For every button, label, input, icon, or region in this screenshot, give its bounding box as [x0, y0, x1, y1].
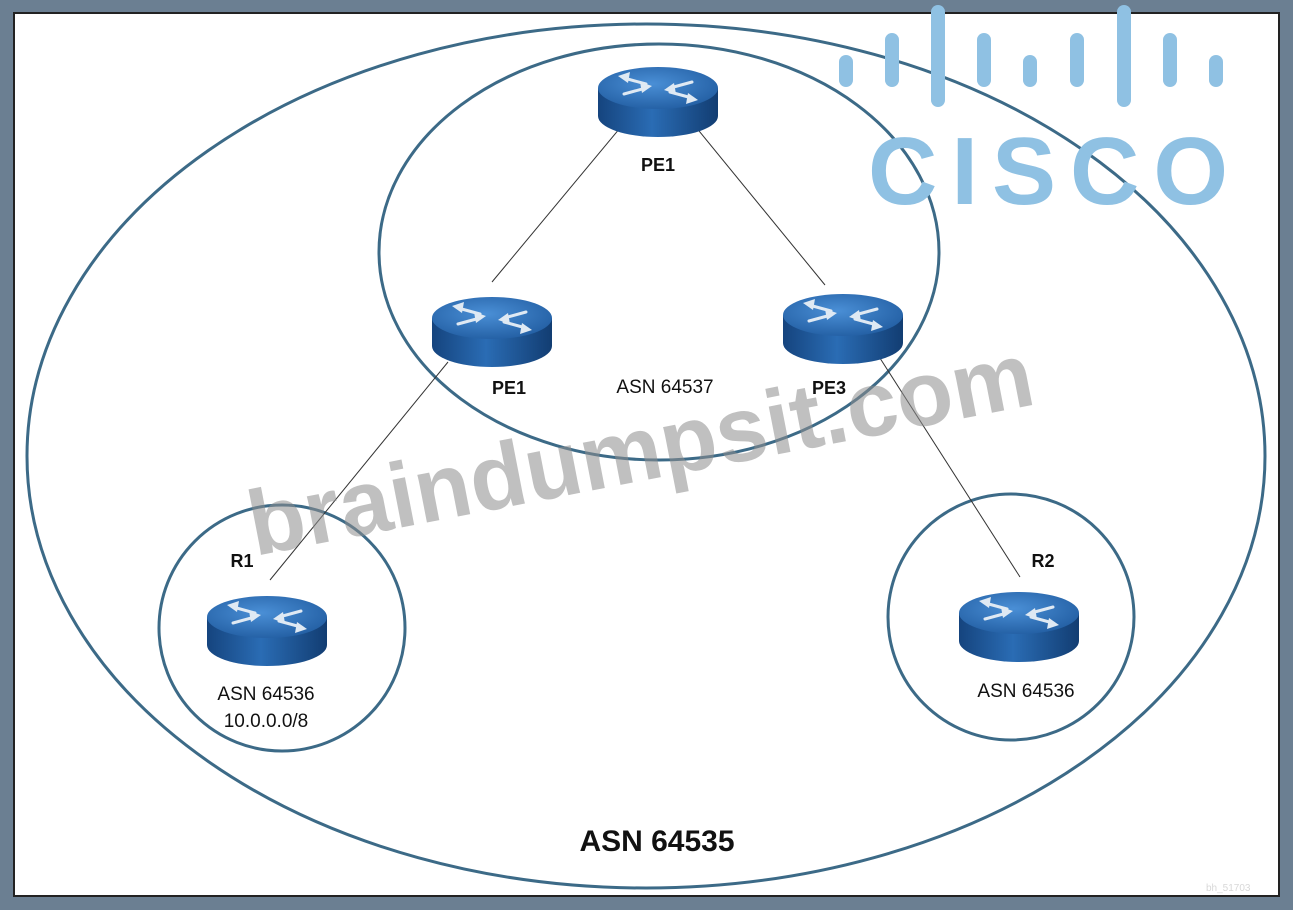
- router-label-right: PE3: [812, 378, 846, 398]
- diagram-canvas: [13, 12, 1280, 897]
- cisco-logo: CISCO: [839, 5, 1242, 225]
- router-label-r2: R2: [1031, 551, 1054, 571]
- router-label-top: PE1: [641, 155, 675, 175]
- link-top-right: [694, 125, 826, 286]
- r1-prefix-label: 10.0.0.0/8: [224, 711, 309, 732]
- r1-zone-circle: [157, 503, 407, 753]
- router-icon-left: [430, 295, 554, 368]
- cisco-wordmark: CISCO: [868, 118, 1242, 225]
- core-zone-ellipse: [377, 42, 941, 462]
- router-icon-r2: [957, 590, 1081, 663]
- cisco-bars-logo: [839, 5, 1223, 107]
- outer-zone-ellipse: [25, 22, 1267, 890]
- link-top-left: [491, 121, 626, 283]
- router-icon-top: [596, 65, 720, 138]
- outer-zone-label: ASN 64535: [579, 825, 734, 858]
- router-label-left: PE1: [492, 378, 526, 398]
- links: [269, 121, 1021, 581]
- core-zone-label: ASN 64537: [616, 377, 713, 398]
- r2-zone-circle: [886, 492, 1136, 742]
- link-left-r1: [269, 361, 449, 581]
- router-label-r1: R1: [230, 551, 253, 571]
- link-right-r2: [877, 354, 1021, 578]
- r2-asn-label: ASN 64536: [977, 681, 1074, 702]
- r1-asn-label: ASN 64536: [217, 684, 314, 705]
- router-icon-r1: [205, 594, 329, 667]
- corner-mark: bh_51703: [1206, 883, 1251, 894]
